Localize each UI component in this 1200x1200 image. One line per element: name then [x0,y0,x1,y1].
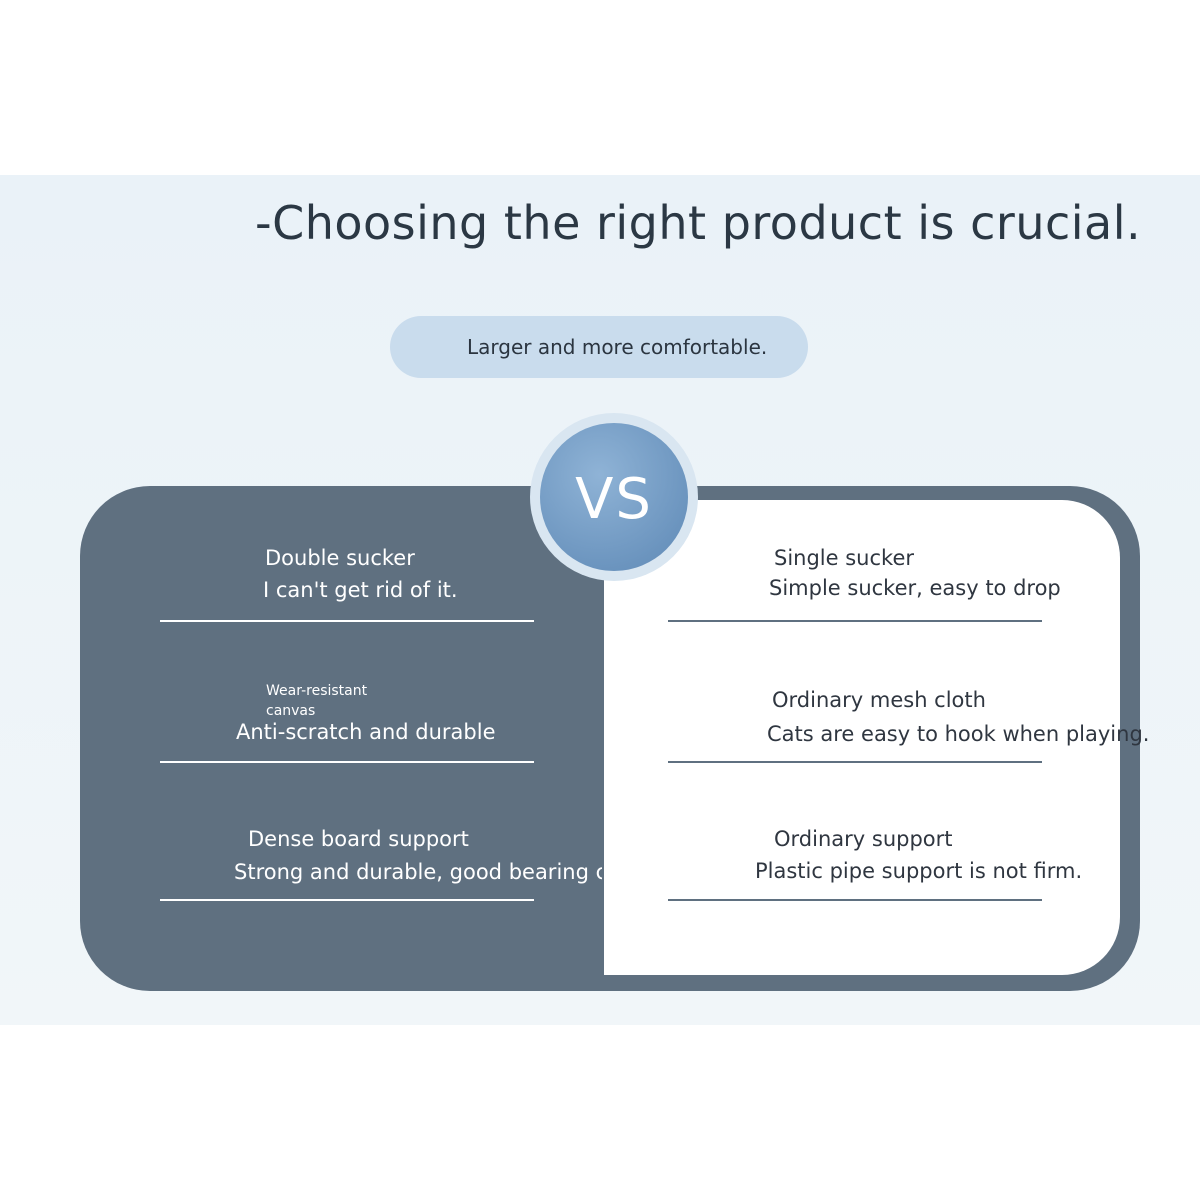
left-item-2-small-line1: Wear-resistant [266,683,368,699]
vs-badge: VS [530,413,698,581]
page-headline: -Choosing the right product is crucial. [255,196,1142,250]
right-item-1-sub: Simple sucker, easy to drop [769,576,1061,600]
right-item-2-title: Ordinary mesh cloth [772,688,986,712]
feature-pill-label: Larger and more comfortable. [467,335,768,359]
right-divider-3 [668,899,1042,901]
left-item-3-title: Dense board support [248,827,469,851]
vs-label: VS [575,467,653,532]
feature-pill: Larger and more comfortable. [390,316,808,378]
left-item-1-sub: I can't get rid of it. [263,578,458,602]
left-divider-1 [160,620,534,622]
left-item-2-small-line2: canvas [266,703,316,719]
right-item-1-title: Single sucker [774,546,914,570]
vs-circle: VS [540,423,688,571]
left-item-3-sub-clip: Strong and durable, good bearing c [230,858,602,892]
right-divider-2 [668,761,1042,763]
left-item-2-sub: Anti-scratch and durable [236,720,496,744]
left-item-1-title: Double sucker [265,546,415,570]
right-item-3-title: Ordinary support [774,827,953,851]
left-divider-2 [160,761,534,763]
left-divider-3 [160,899,534,901]
right-item-3-sub: Plastic pipe support is not firm. [755,859,1083,883]
right-item-2-sub: Cats are easy to hook when playing. [767,722,1150,746]
left-item-3-sub: Strong and durable, good bearing c [234,860,602,884]
comparison-right-panel [604,500,1120,975]
right-divider-1 [668,620,1042,622]
